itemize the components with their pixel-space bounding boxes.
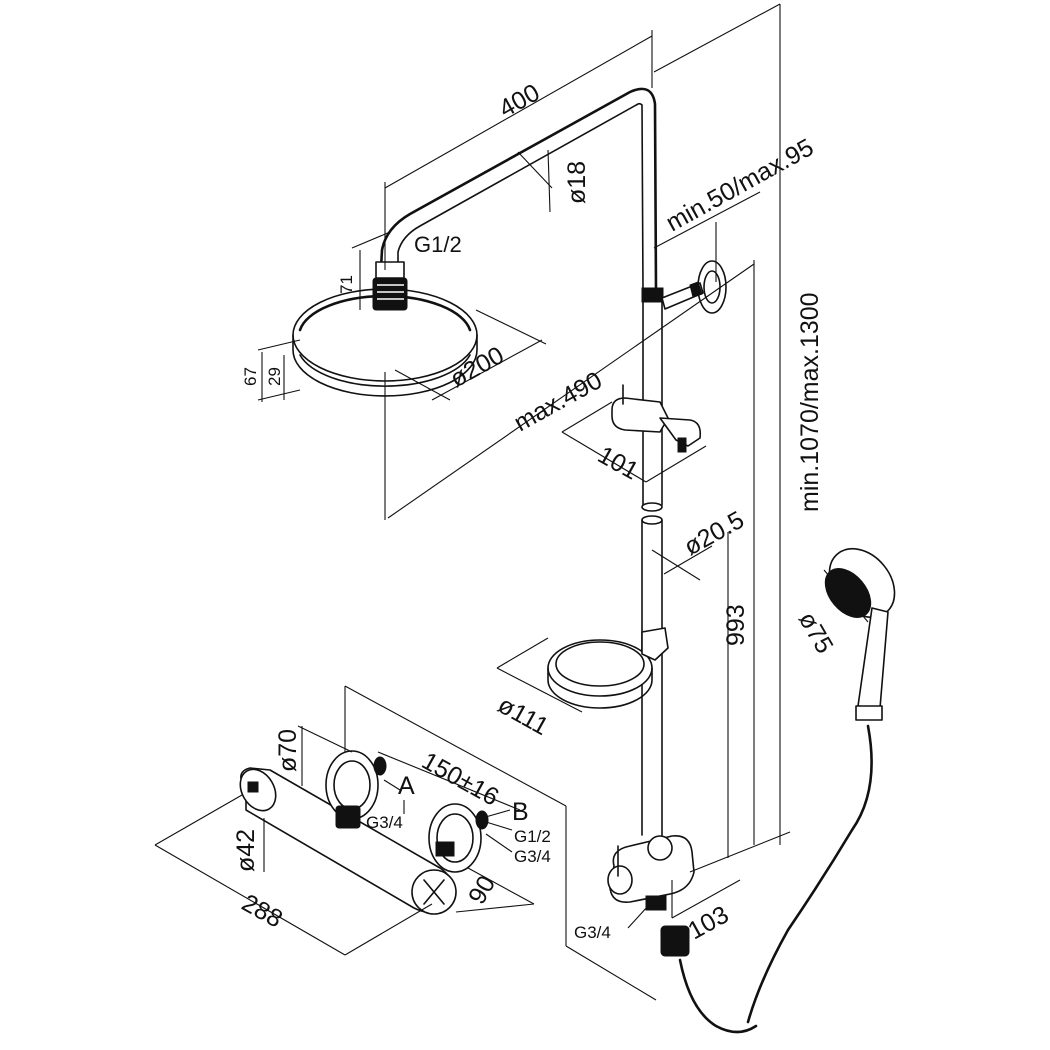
label-d150-16: 150±16 bbox=[417, 747, 503, 812]
label-min1070-max1300: min.1070/max.1300 bbox=[796, 292, 824, 512]
label-g12-b: G1/2 bbox=[514, 827, 551, 846]
riser-upper-tube bbox=[641, 287, 664, 512]
label-dia-18: ø18 bbox=[563, 161, 591, 204]
label-dia-111: ø111 bbox=[493, 691, 553, 741]
label-d288: 288 bbox=[237, 889, 287, 934]
hand-shower bbox=[824, 547, 896, 721]
wall-bracket bbox=[661, 260, 727, 314]
label-g34-small: G3/4 bbox=[366, 813, 403, 832]
label-g34-b: G3/4 bbox=[514, 847, 551, 866]
label-a: A bbox=[398, 772, 415, 800]
hand-shower-slider bbox=[611, 384, 702, 453]
label-h71: 71 bbox=[337, 275, 356, 294]
label-h67: 67 bbox=[241, 367, 260, 386]
overhead-shower-arm bbox=[379, 87, 658, 292]
label-width-400: 400 bbox=[494, 79, 544, 124]
label-g34-bottom: G3/4 bbox=[574, 923, 611, 942]
label-g12-top: G1/2 bbox=[414, 232, 462, 257]
diverter-body bbox=[607, 835, 695, 911]
label-dia-75: ø75 bbox=[793, 607, 839, 658]
label-b: B bbox=[512, 798, 529, 826]
label-dia-42: ø42 bbox=[232, 829, 260, 872]
label-h993: 993 bbox=[722, 604, 750, 646]
thermostatic-mixer bbox=[239, 750, 489, 915]
soap-dish bbox=[547, 627, 669, 709]
label-d90: 90 bbox=[463, 871, 501, 909]
label-h29: 29 bbox=[265, 367, 284, 386]
dimension-lines bbox=[154, 3, 869, 1001]
label-dia-20-5: ø20.5 bbox=[679, 506, 748, 561]
label-min50-max95: min.50/max.95 bbox=[661, 133, 818, 237]
shower-hose bbox=[660, 724, 873, 1034]
shower-head-connector bbox=[372, 261, 408, 311]
label-dia-70: ø70 bbox=[274, 729, 302, 772]
label-d101: 101 bbox=[593, 441, 643, 486]
label-max490: max.490 bbox=[509, 366, 606, 437]
